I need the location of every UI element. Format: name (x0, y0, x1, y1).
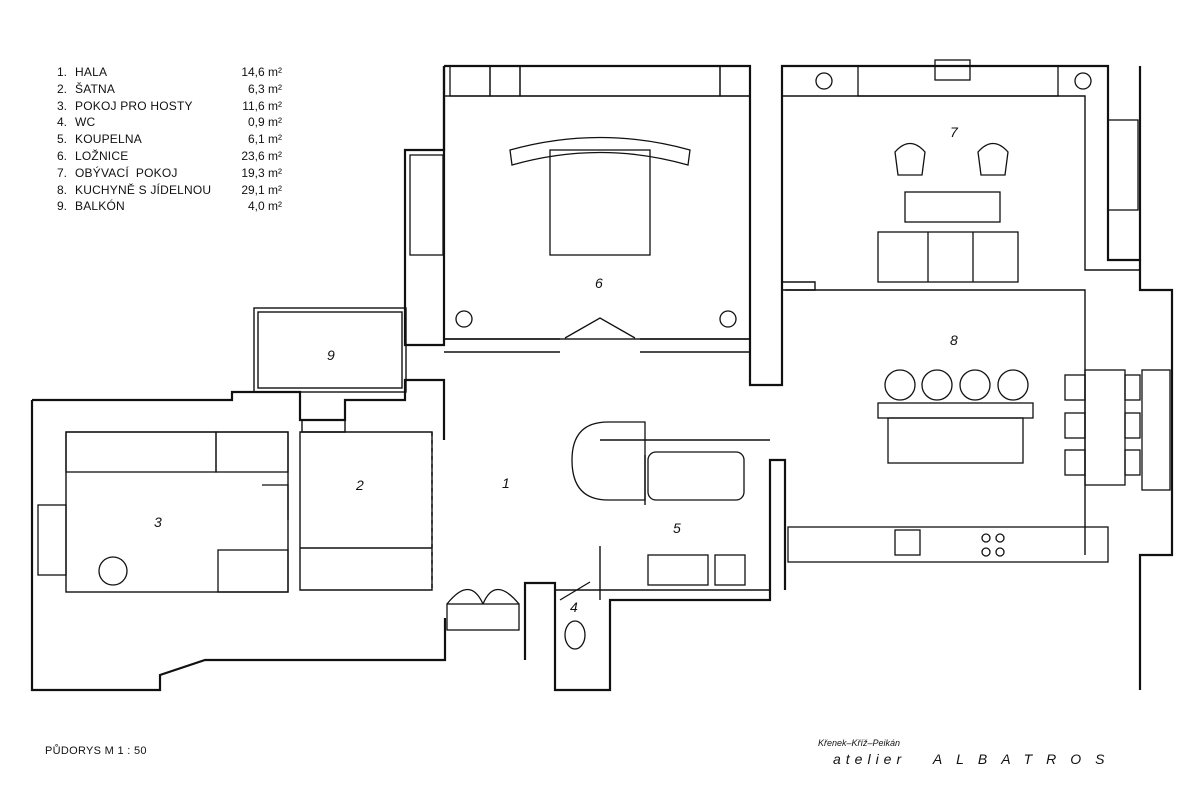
kitchen-island (887, 417, 1024, 464)
window (1141, 369, 1171, 491)
legend-number: 5. (57, 132, 68, 147)
guest-room-furniture (37, 431, 289, 593)
legend-room-name: KUCHYNĚ S JÍDELNOU (75, 182, 212, 197)
authors-caption: Křenek–Kříž–Peikán (818, 738, 901, 748)
sink (894, 529, 921, 556)
door-swing (564, 317, 636, 339)
legend-row: 3. POKOJ PRO HOSTY 11,6 m² (57, 98, 282, 115)
interior-walls (65, 66, 1140, 600)
legend-room-area: 0,9 m² (247, 115, 282, 130)
legend-room-area: 19,3 m² (241, 165, 282, 180)
legend-row: 4. WC 0,9 m² (57, 114, 282, 131)
legend-room-name: WC (75, 115, 96, 130)
room-label-6: 6 (595, 275, 603, 291)
bathtub (647, 451, 745, 501)
armchair (894, 142, 926, 176)
room-label-7: 7 (950, 124, 959, 140)
room-label-9: 9 (327, 347, 335, 363)
entrance-door (446, 588, 520, 631)
window (37, 504, 67, 576)
washbasin-counter (647, 554, 709, 586)
kitchen-counter (787, 526, 1109, 563)
legend-room-name: BALKÓN (75, 199, 125, 214)
legend-room-name: LOŽNICE (75, 148, 129, 163)
bedside-lamp (455, 310, 473, 328)
room-label-4: 4 (570, 599, 578, 615)
legend-number: 3. (57, 98, 68, 113)
exterior-walls (30, 64, 1174, 692)
room-label-5: 5 (673, 520, 681, 536)
legend-room-area: 29,1 m² (241, 182, 282, 197)
sofa (877, 231, 1019, 283)
studio-caption: atelier ALBATROS (833, 751, 1118, 767)
legend-room-area: 6,1 m² (247, 132, 282, 147)
legend-number: 4. (57, 115, 68, 130)
window (409, 154, 444, 256)
double-bed (549, 149, 651, 256)
room-labels: 1 2 3 4 5 6 7 8 9 (154, 124, 959, 615)
bedside-lamp (719, 310, 737, 328)
legend-room-area: 14,6 m² (241, 65, 282, 79)
legend-row: 7. OBÝVACÍ POKOJ 19,3 m² (57, 165, 282, 182)
dining-table (1084, 369, 1126, 486)
window (1107, 119, 1139, 211)
kitchen-furniture (787, 369, 1171, 563)
armchair (977, 142, 1009, 176)
studio-name: ALBATROS (932, 751, 1119, 767)
room-label-1: 1 (502, 475, 510, 491)
legend-room-name: OBÝVACÍ POKOJ (75, 165, 178, 180)
studio-prefix: atelier (833, 751, 907, 767)
scale-caption: PŮDORYS M 1 : 50 (45, 745, 147, 757)
headboard (509, 136, 691, 166)
chair (98, 556, 128, 586)
legend-room-name: ŠATNA (75, 81, 116, 96)
living-furniture (815, 59, 1139, 283)
legend-number: 1. (57, 65, 68, 79)
legend-number: 6. (57, 148, 68, 163)
room-label-8: 8 (950, 332, 958, 348)
legend-number: 2. (57, 81, 68, 96)
legend-row: 5. KOUPELNA 6,1 m² (57, 131, 282, 148)
legend-number: 9. (57, 199, 68, 214)
legend-row: 9. BALKÓN 4,0 m² (57, 198, 282, 215)
legend-number: 8. (57, 182, 68, 197)
legend-row: 6. LOŽNICE 23,6 m² (57, 148, 282, 165)
room-label-3: 3 (154, 514, 162, 530)
legend-row: 8. KUCHYNĚ S JÍDELNOU 29,1 m² (57, 182, 282, 199)
legend-row: 1. HALA 14,6 m² (57, 64, 282, 81)
legend-room-area: 6,3 m² (247, 81, 282, 96)
legend-number: 7. (57, 165, 68, 180)
legend-room-area: 4,0 m² (247, 199, 282, 214)
legend-row: 2. ŠATNA 6,3 m² (57, 81, 282, 98)
room-legend: 1. HALA 14,6 m² 2. ŠATNA 6,3 m² 3. POKOJ PRO … (57, 64, 282, 215)
coffee-table (904, 191, 1001, 223)
fireplace (857, 65, 1059, 97)
bedroom-furniture (409, 65, 751, 339)
legend-room-name: POKOJ PRO HOSTY (75, 98, 193, 113)
legend-room-area: 23,6 m² (241, 148, 282, 163)
room-label-2: 2 (355, 477, 364, 493)
legend-room-name: HALA (75, 65, 108, 79)
toilet (564, 620, 586, 650)
bed (65, 431, 217, 473)
legend-room-name: KOUPELNA (75, 132, 142, 147)
bar-counter (877, 402, 1034, 419)
bathroom-fixtures (559, 421, 746, 650)
legend-room-area: 11,6 m² (242, 98, 282, 113)
shower (571, 421, 646, 501)
